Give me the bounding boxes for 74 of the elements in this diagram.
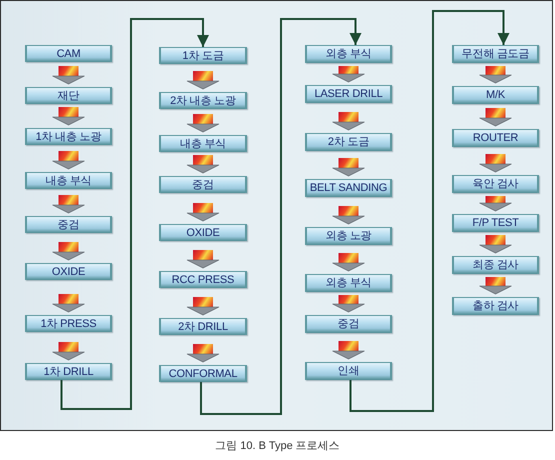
box-label: 2차 내층 노광 [170, 94, 236, 108]
box-label: 2차 도금 [328, 136, 370, 149]
box-label: BELT SANDING [310, 182, 388, 195]
process-box [452, 256, 539, 274]
box-label: 2차 DRILL [178, 320, 228, 334]
box-label: RCC PRESS [172, 274, 234, 286]
block-arrow [479, 63, 512, 86]
connector-arrow [200, 18, 362, 415]
box-label: 외층 부식 [325, 48, 372, 61]
process-box [305, 315, 392, 333]
box-label: 재단 [58, 90, 80, 102]
block-arrow [479, 232, 512, 256]
box-label: 1차 PRESS [40, 318, 96, 330]
process-box [25, 315, 112, 332]
box-label: OXIDE [186, 226, 220, 240]
process-box [25, 172, 112, 189]
process-box [452, 175, 539, 193]
process-box [25, 45, 112, 62]
process-box [159, 47, 247, 64]
figure-caption: 그림 10. B Type 프로세스 [214, 439, 341, 453]
process-box [159, 318, 247, 335]
block-arrow [479, 274, 512, 297]
box-label: LASER DRILL [314, 88, 383, 101]
box-label: 중검 [58, 218, 80, 232]
process-box [305, 85, 392, 103]
process-box [159, 224, 247, 241]
process-box [452, 129, 539, 147]
process-box [305, 227, 392, 245]
block-arrow [332, 63, 365, 85]
box-label: CAM [56, 48, 80, 60]
block-arrow [332, 292, 365, 315]
box-label: F/P TEST [472, 217, 519, 230]
block-arrow [52, 104, 85, 128]
process-box [25, 363, 112, 380]
process-box [25, 263, 112, 280]
box-label: CONFORMAL [168, 368, 238, 380]
connector-arrow [60, 18, 209, 410]
box-label: 육안 검사 [472, 178, 519, 191]
process-box [452, 297, 539, 315]
process-box [305, 362, 392, 380]
process-box [159, 92, 247, 109]
box-label: 1차 DRILL [44, 366, 94, 378]
box-label: 1차 내층 노광 [36, 130, 102, 144]
block-arrow [186, 152, 220, 176]
process-box [25, 87, 112, 104]
process-box [25, 216, 112, 233]
process-box [305, 274, 392, 292]
box-label: 1차 도금 [182, 50, 224, 62]
box-label: 내층 부식 [45, 174, 92, 188]
box-label: 내층 부식 [180, 138, 226, 150]
process-box [452, 214, 539, 232]
box-label: M/K [486, 89, 505, 102]
process-box [25, 128, 112, 145]
process-box [159, 135, 247, 152]
process-box [452, 45, 539, 63]
process-box [305, 45, 392, 63]
box-label: 외층 부식 [325, 277, 372, 290]
box-label: ROUTER [472, 132, 518, 145]
box-label: 중검 [338, 318, 360, 331]
process-box [159, 271, 247, 288]
connector-arrow [350, 10, 510, 412]
box-label: 외층 노광 [325, 230, 372, 243]
box-label: 최종 검사 [472, 259, 519, 272]
box-label: 인쇄 [338, 365, 360, 378]
box-label: 무전해 금도금 [462, 48, 530, 61]
process-box [305, 179, 392, 197]
block-arrow [479, 193, 512, 214]
process-box [452, 86, 539, 104]
process-box [159, 365, 247, 382]
box-label: OXIDE [52, 266, 86, 278]
box-label: 출하 검사 [472, 300, 519, 313]
box-label: 중검 [192, 178, 214, 192]
process-box [305, 133, 392, 151]
process-box [159, 176, 247, 193]
